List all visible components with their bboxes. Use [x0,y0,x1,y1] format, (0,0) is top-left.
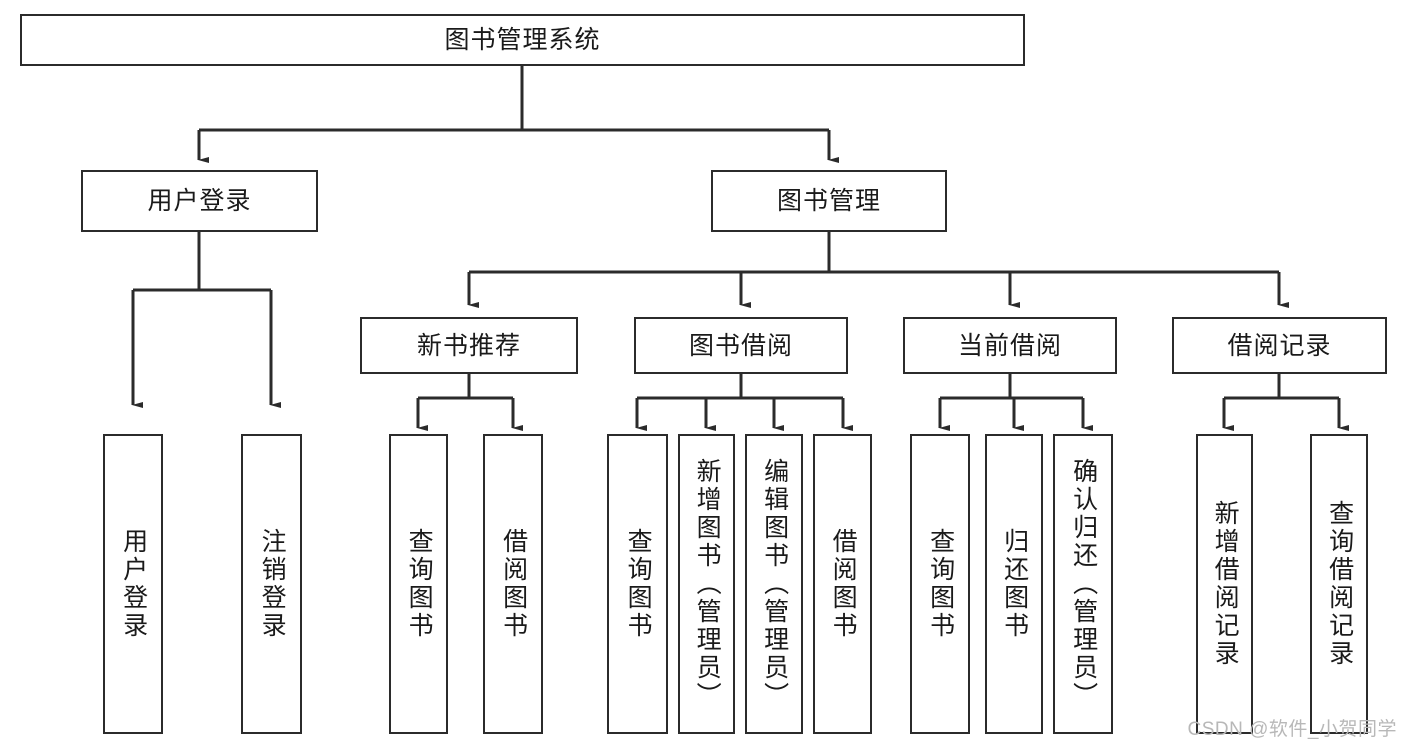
node-leaf-add-record[interactable]: 新增借阅记录 [1196,434,1253,734]
node-leaf-query-book-2-label: 查询图书 [624,528,653,640]
node-leaf-query-book-3[interactable]: 查询图书 [910,434,970,734]
node-leaf-add-book[interactable]: 新增图书（管理员） [678,434,735,734]
node-new-book-recommend[interactable]: 新书推荐 [360,317,578,374]
node-leaf-borrow-book-1-label: 借阅图书 [499,528,528,640]
node-leaf-query-record[interactable]: 查询借阅记录 [1310,434,1368,734]
node-leaf-logout-login[interactable]: 注销登录 [241,434,302,734]
node-current-borrow[interactable]: 当前借阅 [903,317,1117,374]
node-book-borrow[interactable]: 图书借阅 [634,317,848,374]
node-leaf-query-book-1-label: 查询图书 [405,528,434,640]
node-leaf-return-book[interactable]: 归还图书 [985,434,1043,734]
node-leaf-user-login-label: 用户登录 [119,528,148,640]
node-leaf-return-book-label: 归还图书 [1000,528,1029,640]
node-new-book-recommend-label: 新书推荐 [416,331,521,360]
node-leaf-edit-book[interactable]: 编辑图书（管理员） [745,434,803,734]
node-leaf-add-book-label: 新增图书（管理员） [693,458,722,710]
node-leaf-confirm-return-label: 确认归还（管理员） [1069,458,1098,710]
node-leaf-logout-login-label: 注销登录 [258,528,287,640]
node-root[interactable]: 图书管理系统 [20,14,1025,66]
node-borrow-record-label: 借阅记录 [1227,331,1332,360]
node-leaf-edit-book-label: 编辑图书（管理员） [760,458,789,710]
node-book-management[interactable]: 图书管理 [711,170,947,232]
node-user-login-label: 用户登录 [147,187,252,215]
node-user-login[interactable]: 用户登录 [81,170,318,232]
node-book-management-label: 图书管理 [776,187,881,215]
node-book-borrow-label: 图书借阅 [688,331,793,360]
node-leaf-query-book-2[interactable]: 查询图书 [607,434,668,734]
node-leaf-user-login[interactable]: 用户登录 [103,434,163,734]
node-root-label: 图书管理系统 [444,26,601,54]
node-borrow-record[interactable]: 借阅记录 [1172,317,1387,374]
node-leaf-borrow-book-2[interactable]: 借阅图书 [813,434,872,734]
watermark: CSDN @软件_小贺同学 [1187,719,1397,740]
node-leaf-query-book-3-label: 查询图书 [926,528,955,640]
node-leaf-borrow-book-1[interactable]: 借阅图书 [483,434,543,734]
node-current-borrow-label: 当前借阅 [957,331,1062,360]
node-leaf-add-record-label: 新增借阅记录 [1211,500,1240,668]
node-leaf-query-record-label: 查询借阅记录 [1325,500,1354,668]
node-leaf-query-book-1[interactable]: 查询图书 [389,434,448,734]
node-leaf-confirm-return[interactable]: 确认归还（管理员） [1053,434,1113,734]
node-leaf-borrow-book-2-label: 借阅图书 [829,528,858,640]
